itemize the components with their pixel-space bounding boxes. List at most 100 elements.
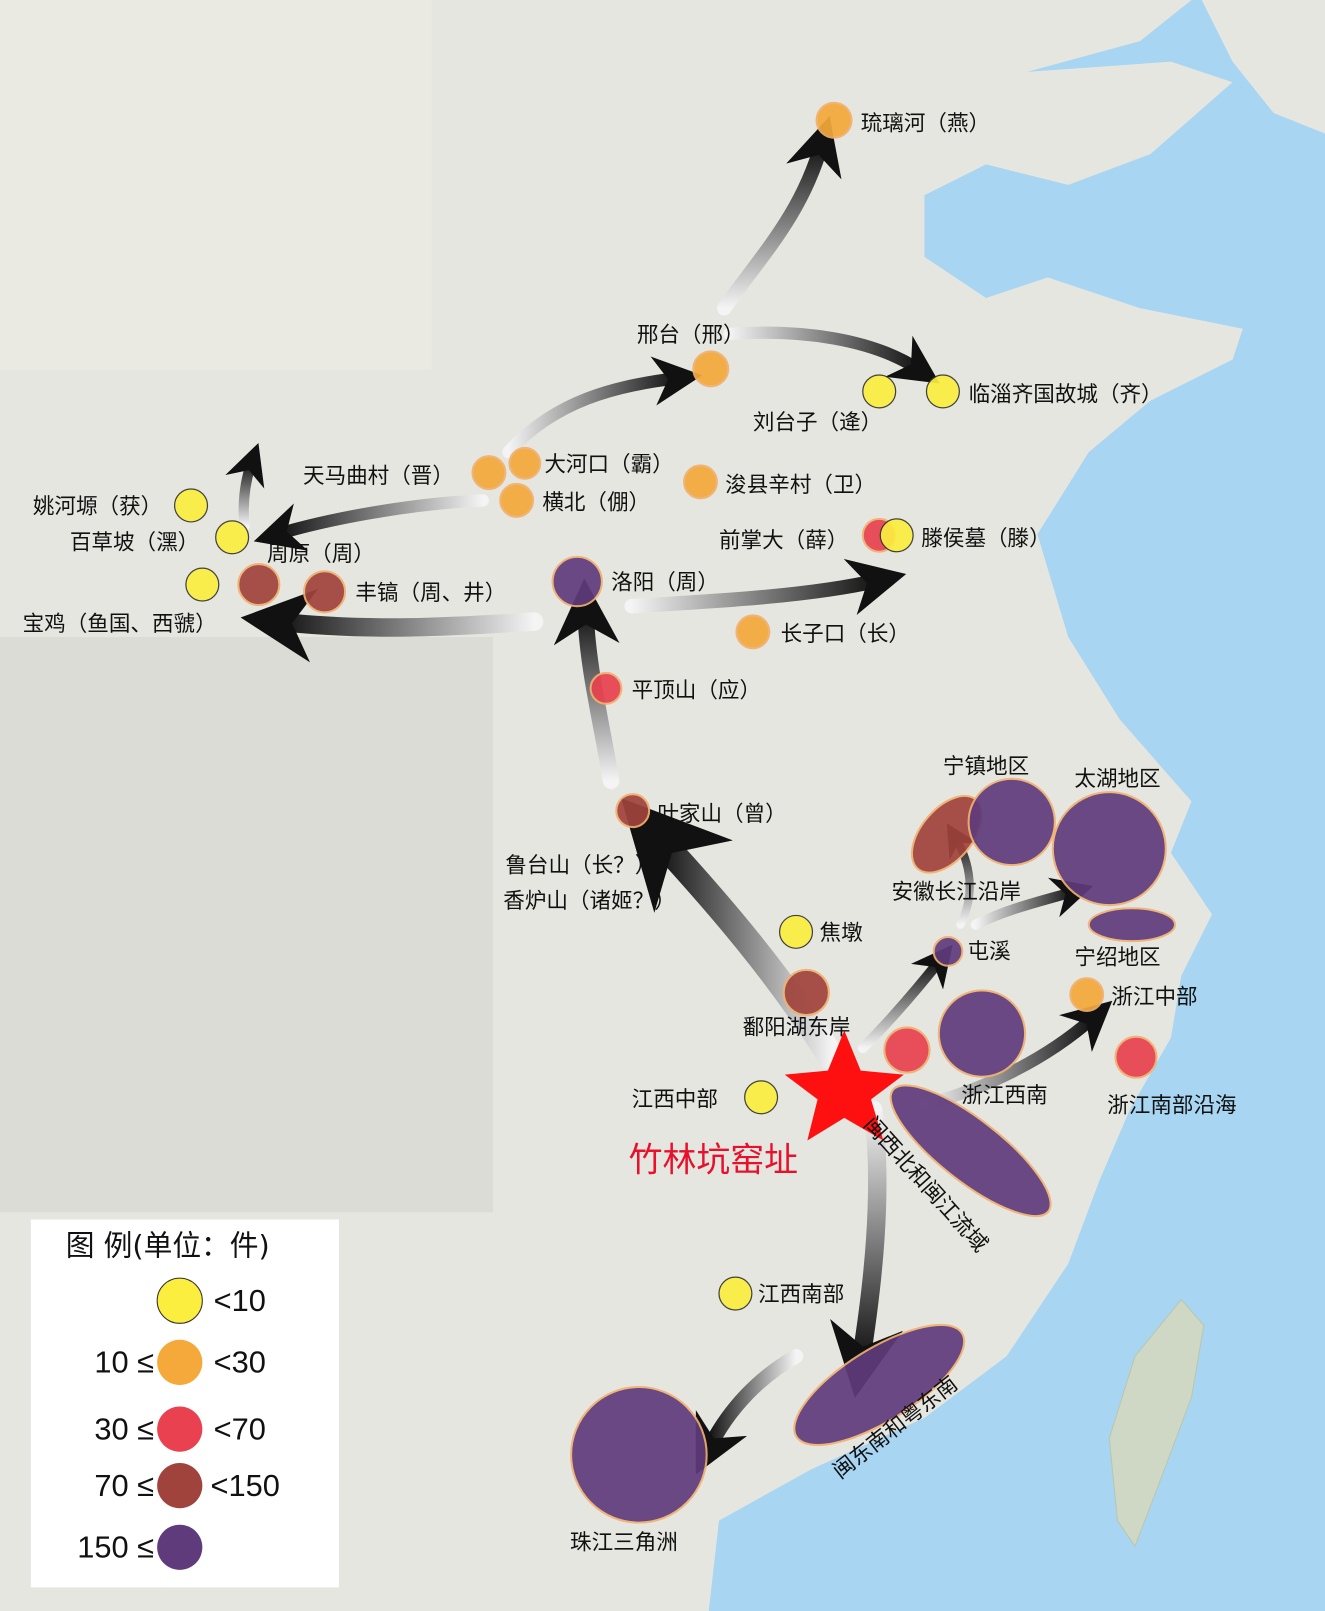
site-label: 安徽长江沿岸 xyxy=(892,880,1021,905)
site-marker-pingdingshan[interactable] xyxy=(589,671,623,705)
liaodong-land xyxy=(1201,0,1325,134)
site-marker-near-kiln[interactable] xyxy=(883,1026,931,1074)
legend-label-left: 30 ≤ xyxy=(94,1411,154,1446)
legend-title: 图 例(单位：件) xyxy=(66,1229,270,1263)
site-label: 鄱阳湖东岸 xyxy=(743,1016,851,1041)
site-marker-jiangxi-south[interactable] xyxy=(718,1276,753,1311)
site-marker-ningzhen[interactable] xyxy=(967,777,1056,867)
site-label: 香炉山（诸姬？） xyxy=(503,889,675,914)
site-marker-luoyang[interactable] xyxy=(551,555,603,608)
site-marker-zhouyuan[interactable] xyxy=(237,563,281,607)
arrow-to-linzi xyxy=(723,326,940,384)
legend-label-left: 70 ≤ xyxy=(94,1468,154,1503)
taiwan-island xyxy=(1108,1298,1205,1548)
site-marker-zhejiang-central[interactable] xyxy=(1069,977,1105,1013)
site-label: 浙江中部 xyxy=(1111,985,1197,1010)
site-label: 宁绍地区 xyxy=(1074,946,1160,971)
site-marker-minxibei[interactable] xyxy=(874,1066,1067,1236)
site-label: 姚河塬（获） xyxy=(33,495,162,520)
site-marker-hengbei[interactable] xyxy=(499,482,535,518)
site-label: 珠江三角洲 xyxy=(570,1530,678,1555)
site-markers xyxy=(173,101,1177,1524)
legend-label-left: 10 ≤ xyxy=(94,1345,154,1380)
arrow-to-tengzhou xyxy=(624,558,907,615)
site-marker-baicaopo[interactable] xyxy=(215,520,250,555)
site-marker-poyang-east[interactable] xyxy=(782,968,830,1017)
site-label: 周原（周） xyxy=(267,542,375,567)
arrow-to-yaoheyuan xyxy=(225,442,265,532)
sea xyxy=(708,0,1325,1611)
site-marker-taihu[interactable] xyxy=(1051,791,1167,907)
site-label: 刘台子（逄） xyxy=(753,410,882,435)
site-label: 屯溪 xyxy=(968,940,1011,965)
site-marker-tunxi[interactable] xyxy=(932,935,964,967)
site-label: 丰镐（周、井） xyxy=(355,581,506,606)
site-label: 叶家山（曾） xyxy=(657,802,786,827)
site-marker-baoji[interactable] xyxy=(185,567,220,602)
site-marker-liutaizi[interactable] xyxy=(862,374,897,409)
site-label: 长子口（长） xyxy=(781,622,910,647)
site-label: 天马曲村（晋） xyxy=(303,464,454,489)
site-marker-linzi[interactable] xyxy=(925,374,960,409)
site-marker-liulihe[interactable] xyxy=(815,101,853,139)
legend: 图 例(单位：件) <10 10 ≤ <30 30 ≤ <70 70 ≤ <15… xyxy=(30,1219,339,1588)
arrow-to-zhouyuan xyxy=(240,588,544,663)
site-label: 邢台（邢） xyxy=(637,323,745,348)
site-marker-jiaodun[interactable] xyxy=(778,914,814,949)
site-label: 鲁台山（长？） xyxy=(505,853,656,878)
site-marker-tianma-qucun[interactable] xyxy=(471,455,507,491)
site-label: 平顶山（应） xyxy=(632,679,761,704)
site-marker-xuncun[interactable] xyxy=(683,464,718,500)
site-marker-tenghou[interactable] xyxy=(879,518,914,553)
arrow-to-liulihe xyxy=(716,116,842,316)
star-icon[interactable] xyxy=(784,1030,904,1141)
site-marker-zhejiang-southwest[interactable] xyxy=(937,989,1027,1078)
arrow-to-mindongnan xyxy=(830,1100,904,1398)
site-marker-jiangxi-central[interactable] xyxy=(744,1080,779,1115)
site-label: 宁镇地区 xyxy=(943,755,1029,780)
spread-arrows xyxy=(225,116,1113,1475)
site-label: 江西中部 xyxy=(632,1088,718,1113)
site-marker-yejiashan[interactable] xyxy=(615,793,651,829)
site-label: 大河口（霸） xyxy=(544,453,673,478)
arrow-to-pearl-river xyxy=(695,1349,804,1475)
site-label: 浚县辛村（卫） xyxy=(725,473,876,498)
legend-label-right: <30 xyxy=(214,1345,266,1380)
arrow-to-taihu xyxy=(970,877,1094,930)
legend-label-right: <150 xyxy=(211,1468,280,1503)
site-marker-pearl-river-delta[interactable] xyxy=(570,1385,708,1524)
legend-label-right: <10 xyxy=(214,1283,266,1318)
site-label: 浙江西南 xyxy=(961,1083,1047,1108)
site-label: 前掌大（薛） xyxy=(719,529,848,554)
plateau-shading xyxy=(0,0,432,370)
arrow-to-shanxi xyxy=(253,494,489,551)
site-marker-fenghao[interactable] xyxy=(303,570,347,614)
site-marker-zhejiang-south-coast[interactable] xyxy=(1114,1035,1158,1079)
site-label: 洛阳（周） xyxy=(611,571,719,596)
arrow-to-tunxi xyxy=(857,944,953,1054)
site-label: 江西南部 xyxy=(758,1283,844,1308)
mountain-shading xyxy=(0,637,494,1213)
site-marker-xingtai[interactable] xyxy=(692,350,730,388)
legend-label-right: <70 xyxy=(214,1411,266,1446)
site-label: 横北（倗） xyxy=(542,491,650,516)
site-marker-ningshao[interactable] xyxy=(1087,907,1177,943)
site-marker-mindongnan[interactable] xyxy=(777,1303,981,1467)
arrow-to-xingtai xyxy=(502,356,703,459)
site-label: 滕侯墓（滕） xyxy=(921,527,1050,552)
site-label: 太湖地区 xyxy=(1074,767,1160,792)
legend-swatch-70to150 xyxy=(157,1463,203,1509)
legend-label-left: 150 ≤ xyxy=(77,1530,154,1565)
legend-swatch-10to30 xyxy=(157,1339,203,1385)
site-label: 焦墩 xyxy=(820,921,863,946)
arrow-to-yejiashan xyxy=(621,798,846,1072)
legend-swatch-30to70 xyxy=(157,1406,203,1452)
site-label: 琉璃河（燕） xyxy=(861,111,990,136)
site-marker-changzikou[interactable] xyxy=(735,614,771,650)
site-label: 宝鸡（鱼国、西虢） xyxy=(23,612,217,637)
site-marker-dahekou[interactable] xyxy=(508,446,542,480)
site-label: 百草坡（潶） xyxy=(70,531,199,556)
site-marker-yaoheyuan[interactable] xyxy=(173,488,209,523)
site-label: 浙江南部沿海 xyxy=(1107,1094,1236,1119)
